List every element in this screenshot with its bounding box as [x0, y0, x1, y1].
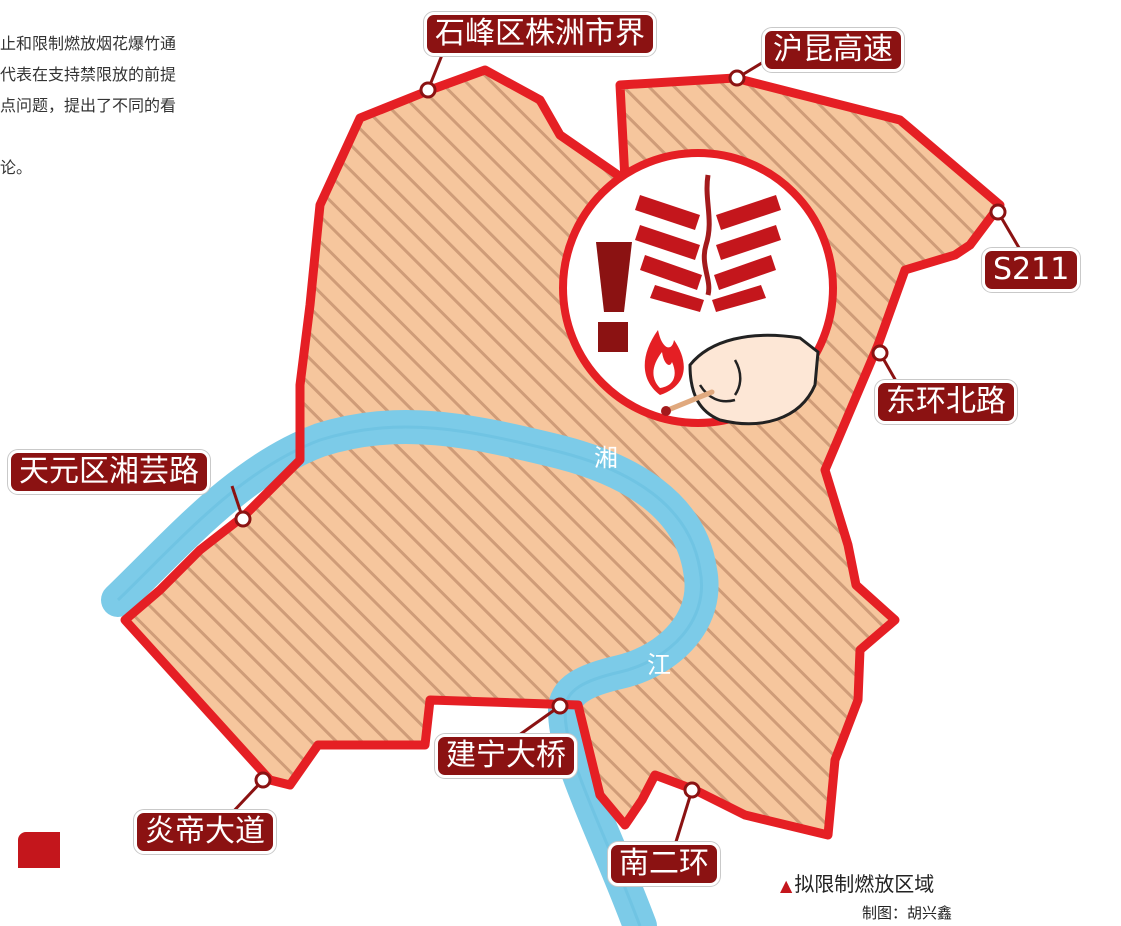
marker-s211: [989, 203, 1007, 221]
article-line-2: 代表在支持禁限放的前提: [0, 65, 177, 84]
marker-donghuan: [871, 344, 889, 362]
article-text-fragment: 止和限制燃放烟花爆竹通 代表在支持禁限放的前提 点问题，提出了不同的看 论。: [0, 28, 262, 183]
restricted-region-boundary: [120, 65, 1005, 840]
article-line-3: 点问题，提出了不同的看: [0, 96, 177, 115]
label-jianning-bridge: 建宁大桥: [435, 734, 577, 778]
label-tianyuan-xiangyun-road: 天元区湘芸路: [8, 450, 210, 494]
river-label-xiang: 湘: [594, 444, 618, 472]
marker-hukun: [728, 69, 746, 87]
label-yandi-avenue: 炎帝大道: [134, 810, 276, 854]
label-s211: S211: [982, 248, 1081, 292]
map-credit: 制图：胡兴鑫: [862, 904, 953, 922]
label-donghuan-north-road: 东环北路: [875, 380, 1017, 424]
legend-triangle-icon: ▲: [780, 876, 793, 895]
marker-jianning: [551, 697, 569, 715]
map-legend: ▲拟限制燃放区域: [780, 868, 934, 897]
label-hukun-expressway: 沪昆高速: [762, 28, 904, 72]
marker-shifeng: [419, 81, 437, 99]
label-shifeng-boundary: 石峰区株洲市界: [424, 12, 656, 56]
article-line-5: 论。: [0, 158, 33, 177]
decorative-red-block: [18, 832, 60, 868]
marker-nanerhuan: [683, 781, 701, 799]
article-line-1: 止和限制燃放烟花爆竹通: [0, 34, 177, 53]
marker-yandi: [254, 771, 272, 789]
legend-text: 拟限制燃放区域: [794, 872, 935, 896]
firecracker-warning-icon: [559, 149, 837, 427]
label-nanerhuan: 南二环: [608, 842, 720, 886]
river-label-jiang: 江: [647, 651, 671, 679]
marker-tianyuan: [234, 510, 252, 528]
